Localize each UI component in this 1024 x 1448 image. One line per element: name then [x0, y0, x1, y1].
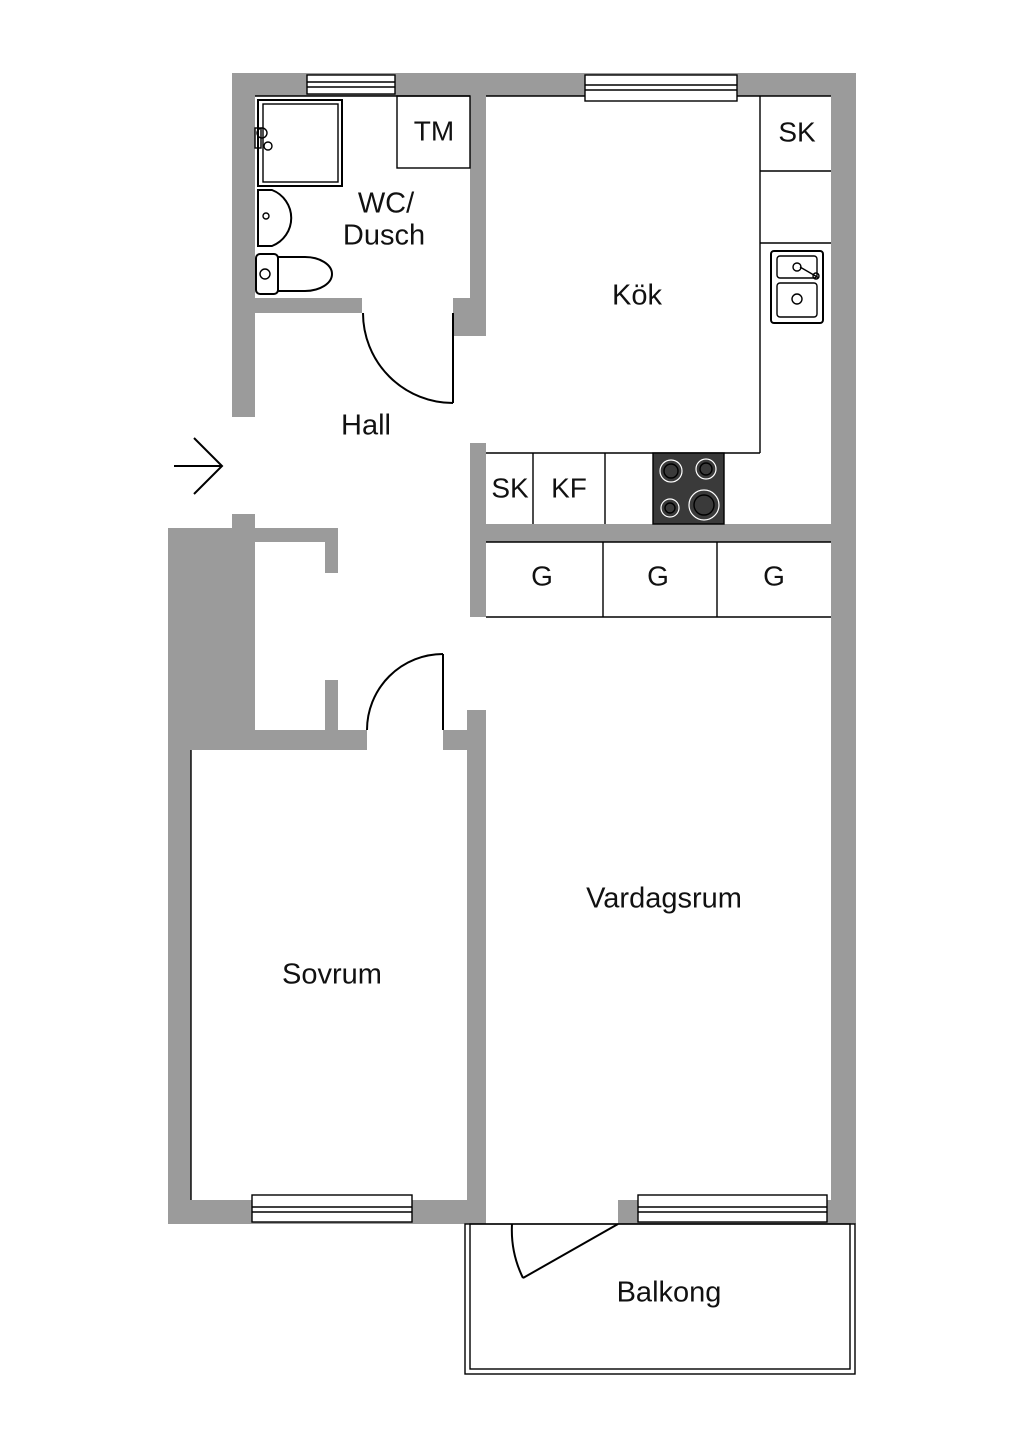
wc-door-swing [362, 312, 454, 404]
bedroom-room: Sovrum [282, 653, 444, 991]
tm-cabinet: TM [396, 95, 471, 169]
washbasin-icon [257, 189, 293, 247]
window-living [637, 1194, 828, 1223]
balcony-label: Balkong [617, 1277, 722, 1309]
toilet-icon [255, 253, 333, 295]
shower-icon [254, 99, 343, 187]
entrance-arrow-icon [174, 437, 224, 495]
wardrobe-label: G [763, 560, 785, 591]
balcony-door-swing [510, 1223, 619, 1279]
wardrobes: G G G [531, 542, 785, 617]
living-label: Vardagsrum [586, 883, 742, 915]
window-wc [306, 74, 396, 95]
living-room: Vardagsrum [586, 883, 742, 915]
wardrobe-label: G [647, 560, 669, 591]
sink-icon [770, 250, 824, 324]
sk-counter-label: SK [491, 472, 529, 503]
wall-outlines [190, 95, 831, 1200]
stove-icon [652, 452, 725, 525]
kitchen-room: SK SK KF Kök [486, 96, 831, 525]
kitchen-label: Kök [612, 280, 662, 312]
wc-label-line2: Dusch [343, 220, 425, 252]
windows [251, 74, 828, 1223]
hall-room: Hall [174, 410, 391, 495]
sk-kitchen-label: SK [778, 116, 816, 147]
bedroom-door-swing [366, 653, 444, 731]
wc-room: TM WC/ Dusch [254, 95, 471, 404]
window-bedroom [251, 1194, 413, 1223]
hall-label: Hall [341, 410, 391, 442]
wardrobe-label: G [531, 560, 553, 591]
wc-label-line1: WC/ [358, 188, 415, 220]
kf-label: KF [551, 472, 587, 503]
tm-label: TM [414, 115, 454, 146]
window-kitchen [584, 74, 738, 102]
bedroom-label: Sovrum [282, 959, 382, 991]
balcony: Balkong [464, 1223, 856, 1375]
